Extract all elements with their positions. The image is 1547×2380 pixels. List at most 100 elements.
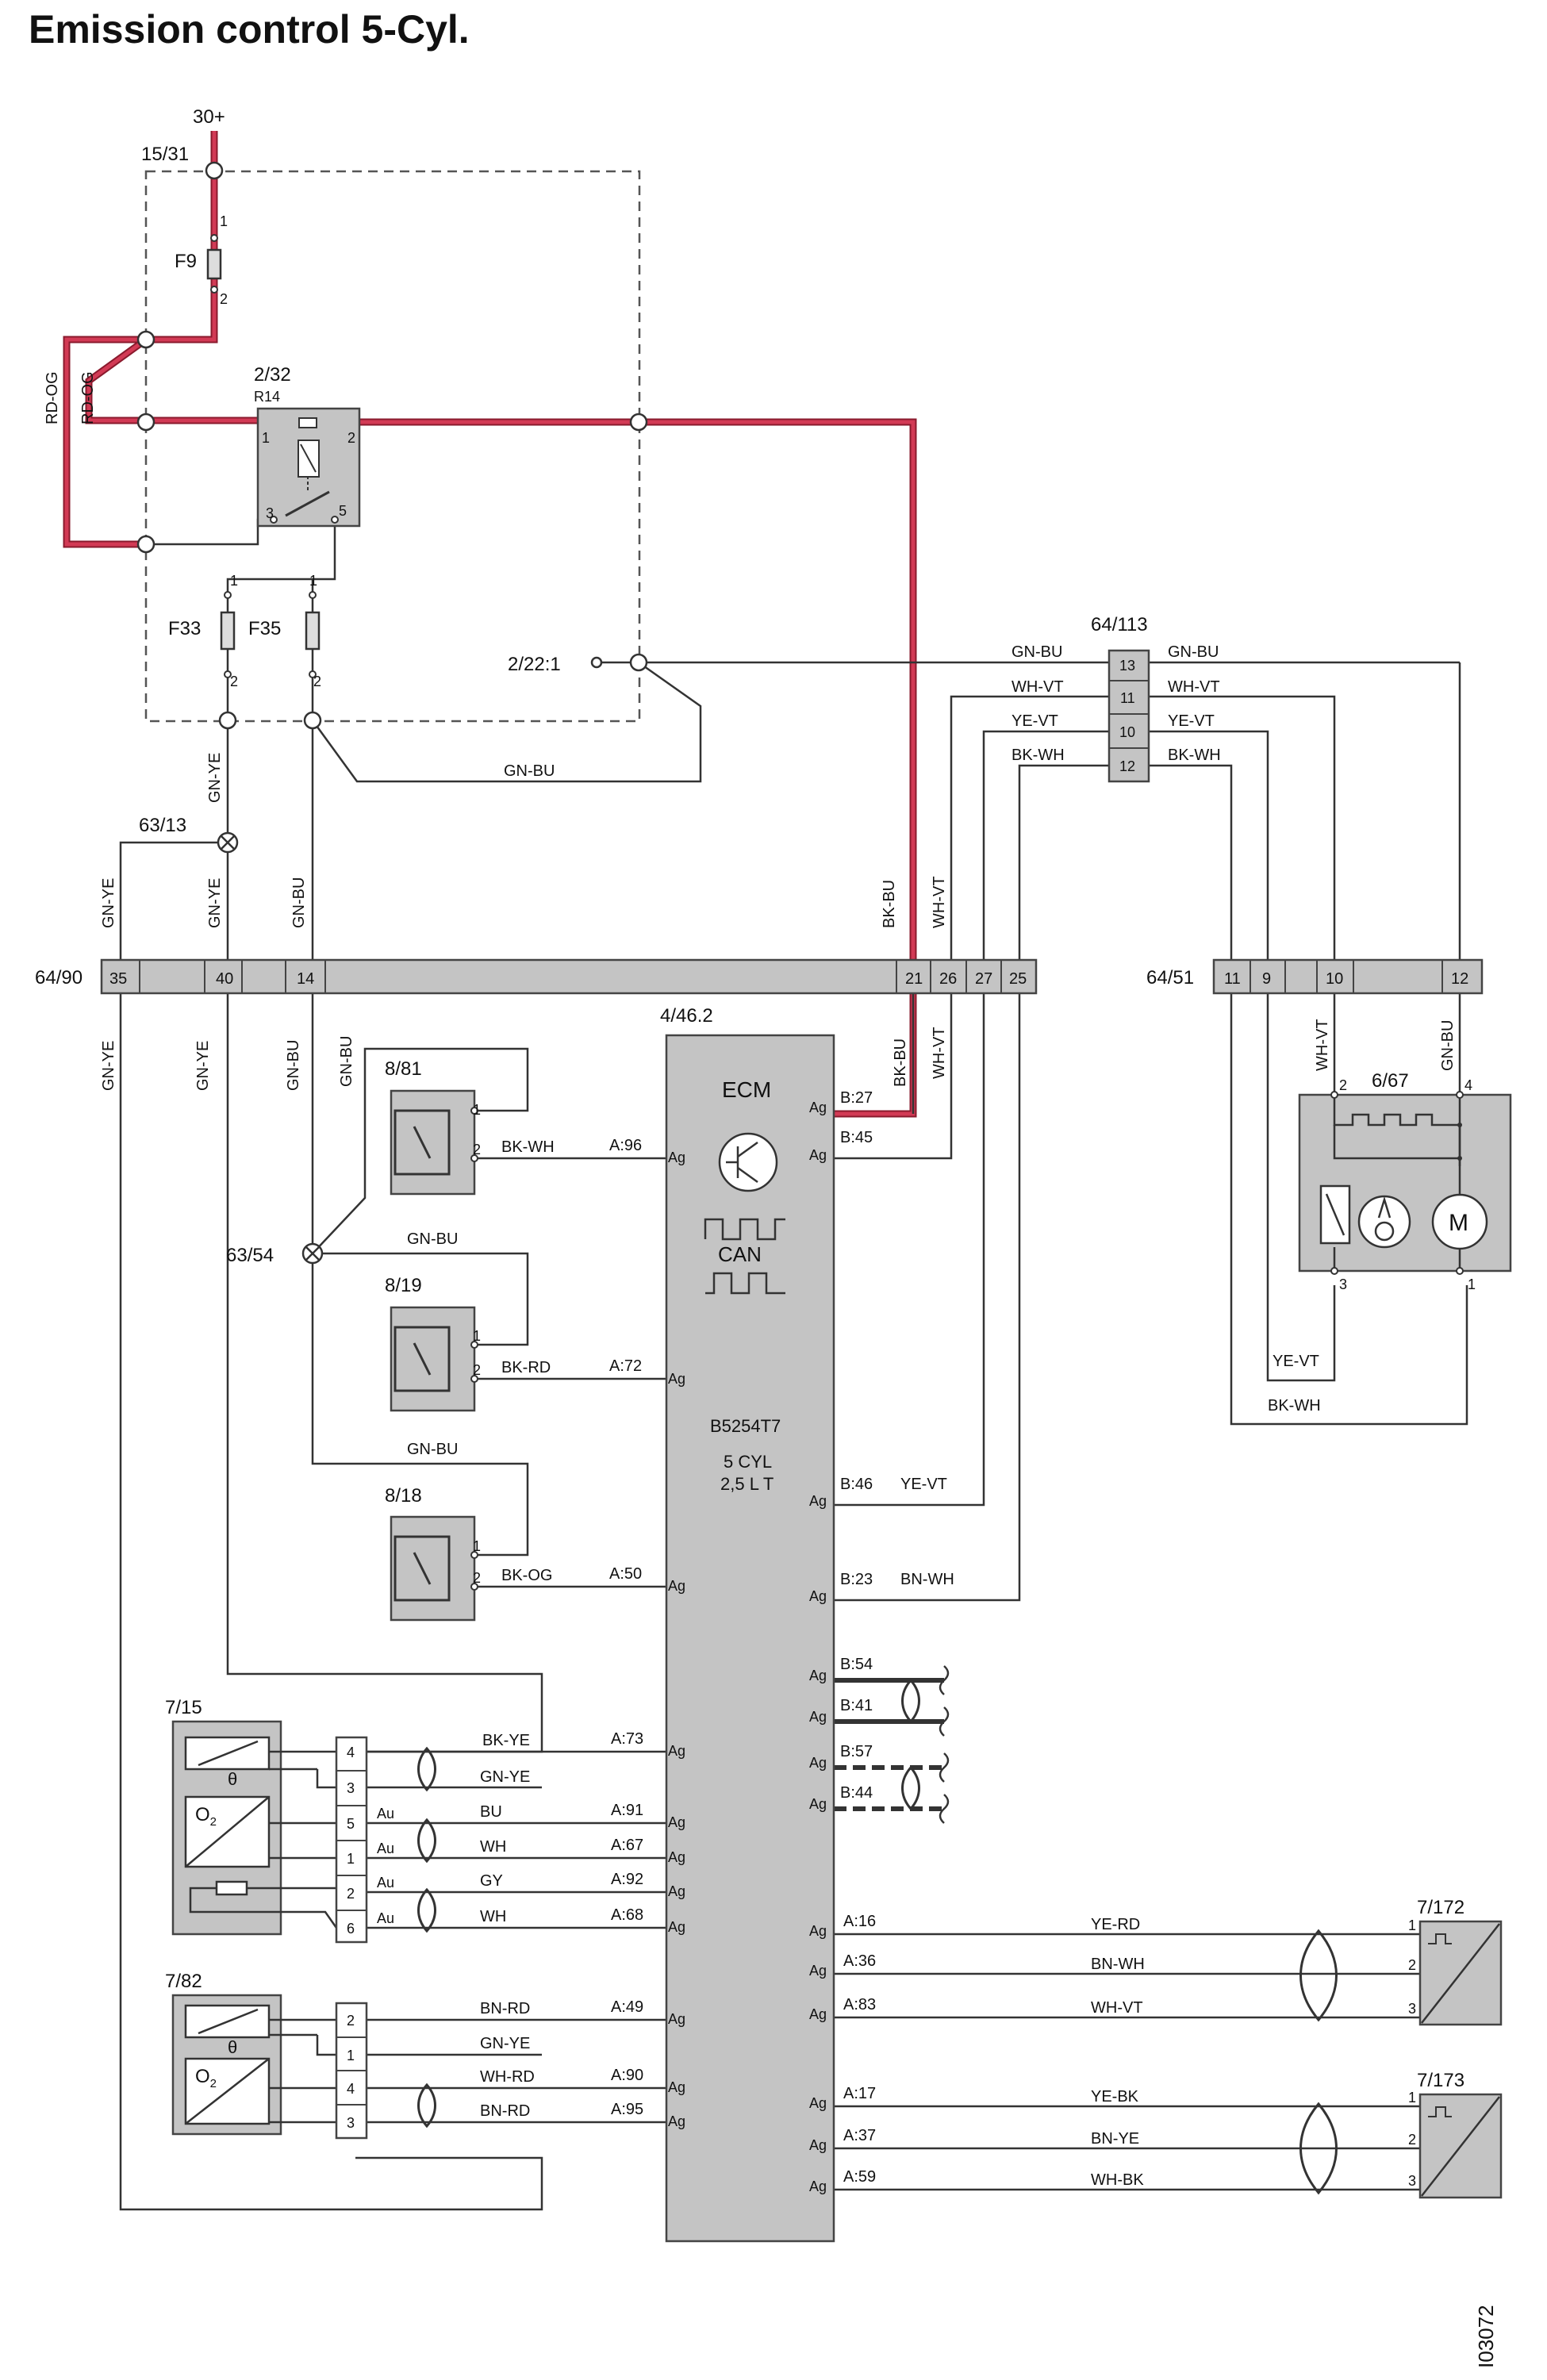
pin-label: 2 bbox=[347, 430, 355, 446]
au-label: Au bbox=[377, 1806, 394, 1821]
wire-label: GN-YE bbox=[206, 753, 224, 803]
wire-label: BK-BU bbox=[881, 880, 898, 928]
pin-label: 12 bbox=[1119, 758, 1135, 774]
pin-label: 2 bbox=[220, 291, 228, 307]
ecm-pin-label: A:50 bbox=[609, 1565, 642, 1583]
wire-label: BK-WH bbox=[501, 1138, 555, 1156]
wire-label: GN-BU bbox=[504, 762, 555, 780]
label-8-19: 8/19 bbox=[385, 1275, 422, 1296]
pin-label: 1 bbox=[309, 573, 317, 589]
au-label: Au bbox=[377, 1910, 394, 1926]
pin-label: 40 bbox=[216, 970, 233, 988]
pin-label: 13 bbox=[1119, 658, 1135, 674]
wire-label: BU bbox=[480, 1803, 502, 1821]
ag-label: Ag bbox=[668, 1150, 685, 1165]
page-title: Emission control 5-Cyl. bbox=[29, 7, 470, 52]
wire-label: GN-YE bbox=[206, 878, 224, 928]
pin-label: 3 bbox=[347, 1780, 355, 1796]
ecm-pin-label: B:46 bbox=[840, 1476, 873, 1493]
fuse-box-outline bbox=[144, 170, 641, 723]
label-8-18: 8/18 bbox=[385, 1485, 422, 1507]
wire-label: WH bbox=[480, 1838, 506, 1856]
pin-label: 2 bbox=[1408, 1957, 1416, 1973]
fuse-f9 bbox=[206, 248, 222, 280]
wire-label: GN-YE bbox=[480, 1768, 530, 1786]
motor-symbol: M bbox=[1449, 1210, 1468, 1236]
ecm-pin-label: B:23 bbox=[840, 1571, 873, 1588]
wire-label: YE-VT bbox=[1012, 712, 1058, 730]
wire-label: BK-BU bbox=[892, 1038, 909, 1087]
pin-label: 1 bbox=[230, 573, 238, 589]
pin-label: 2 bbox=[473, 1362, 481, 1378]
wire-label: WH-RD bbox=[480, 2068, 535, 2086]
wire-label: BN-RD bbox=[480, 2102, 530, 2120]
wire-label: WH-VT bbox=[1314, 1019, 1331, 1071]
ecm-pin-label: A:37 bbox=[843, 2127, 876, 2144]
ag-label: Ag bbox=[809, 1493, 827, 1509]
wire-label: GN-YE bbox=[100, 1041, 117, 1091]
wire-label: YE-VT bbox=[1273, 1353, 1319, 1370]
ag-label: Ag bbox=[668, 1919, 685, 1935]
pin-label: 35 bbox=[109, 970, 127, 988]
wire-label: RD-OG bbox=[44, 371, 61, 424]
pin-label: 9 bbox=[1262, 970, 1271, 988]
pin-label: 1 bbox=[1408, 1917, 1416, 1933]
theta-symbol: θ bbox=[228, 2037, 237, 2057]
ag-label: Ag bbox=[809, 1963, 827, 1979]
figure-id: I03072 bbox=[1474, 2305, 1498, 2368]
pin-label: 2 bbox=[473, 1142, 481, 1157]
pin-label: 2 bbox=[1339, 1077, 1347, 1093]
pin-label: 14 bbox=[297, 970, 314, 988]
ecm-pin-label: B:41 bbox=[840, 1697, 873, 1714]
splice-63-54 bbox=[301, 1242, 324, 1265]
ag-label: Ag bbox=[809, 1147, 827, 1163]
ag-label: Ag bbox=[809, 1755, 827, 1771]
ag-label: Ag bbox=[809, 2006, 827, 2022]
ag-label: Ag bbox=[809, 2137, 827, 2153]
wire-label: BK-YE bbox=[482, 1732, 530, 1749]
pin-label: 1 bbox=[473, 1328, 481, 1344]
ag-label: Ag bbox=[668, 1849, 685, 1865]
ag-label: Ag bbox=[809, 1709, 827, 1725]
ag-label: Ag bbox=[668, 2113, 685, 2129]
pin-label: 10 bbox=[1119, 724, 1135, 740]
pin-label: 2 bbox=[313, 674, 321, 689]
label-64-90: 64/90 bbox=[35, 967, 83, 988]
wire-label: WH bbox=[480, 1908, 506, 1925]
label-63-13: 63/13 bbox=[139, 815, 186, 836]
ecm-pin-label: A:96 bbox=[609, 1137, 642, 1154]
ecm-pin-label: A:73 bbox=[611, 1730, 643, 1748]
sensor-7-15 bbox=[171, 1720, 368, 1944]
label-2-22-1: 2/22:1 bbox=[508, 654, 561, 675]
pin-label: 2 bbox=[347, 2013, 355, 2029]
ecm-pin-label: A:90 bbox=[611, 2067, 643, 2084]
ag-label: Ag bbox=[809, 2095, 827, 2111]
pin-label: 26 bbox=[939, 970, 957, 988]
wire-label: GN-BU bbox=[407, 1441, 458, 1458]
label-can: CAN bbox=[718, 1242, 762, 1266]
relay-8-18 bbox=[390, 1515, 478, 1622]
pin-label: 1 bbox=[1408, 2090, 1416, 2106]
pin-label: 2 bbox=[230, 674, 238, 689]
pump-6-67 bbox=[1298, 1091, 1512, 1275]
label-engine-vol: 2,5 L T bbox=[720, 1474, 774, 1494]
junction-points bbox=[136, 161, 648, 730]
ecm-pin-label: A:91 bbox=[611, 1802, 643, 1819]
wire-label: BN-RD bbox=[480, 2000, 530, 2017]
pin-label: 1 bbox=[473, 1102, 481, 1118]
pin-label: 3 bbox=[266, 505, 274, 521]
ecm-pin-label: B:57 bbox=[840, 1743, 873, 1760]
ecm-pin-label: A:49 bbox=[611, 1998, 643, 2016]
wire-label: WH-VT bbox=[1012, 678, 1064, 696]
pin-label: 6 bbox=[347, 1921, 355, 1937]
label-64-113: 64/113 bbox=[1091, 614, 1148, 635]
ag-label: Ag bbox=[809, 1923, 827, 1939]
ag-label: Ag bbox=[668, 1883, 685, 1899]
sensor-7-82 bbox=[171, 1994, 368, 2140]
wire-label: WH-VT bbox=[931, 1027, 948, 1079]
ag-label: Ag bbox=[668, 2079, 685, 2095]
wire-label: GN-BU bbox=[1168, 643, 1219, 661]
wire-label: GN-BU bbox=[290, 877, 308, 928]
wire-label: GN-BU bbox=[285, 1040, 302, 1091]
wire-label: GN-YE bbox=[100, 878, 117, 928]
